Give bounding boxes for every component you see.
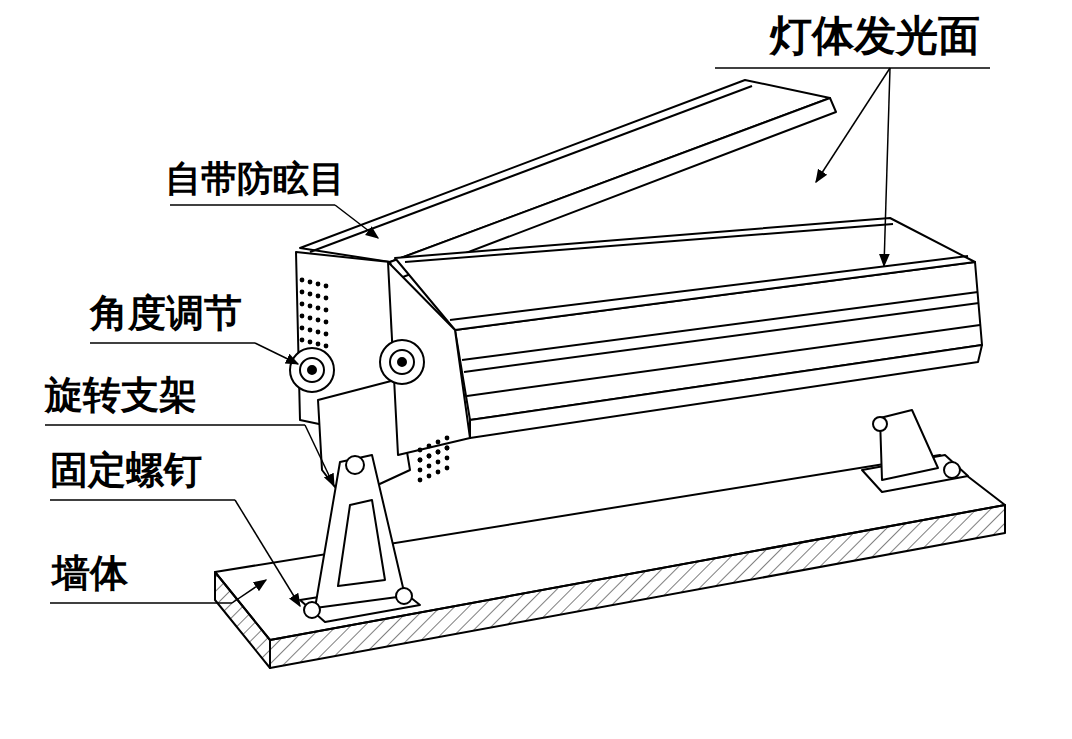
vent-dot (418, 458, 423, 463)
vent-dot (418, 478, 423, 483)
vent-dot (436, 470, 441, 475)
vent-dot (308, 292, 313, 297)
vent-dot (436, 440, 441, 445)
vent-dot (445, 436, 450, 441)
vent-dot (436, 460, 441, 465)
part-label: 角度调节 (90, 292, 242, 336)
vent-dot (308, 280, 313, 285)
vent-dot (300, 302, 305, 307)
vent-dot (418, 468, 423, 473)
vent-dot (436, 450, 441, 455)
vent-dot (427, 444, 432, 449)
vent-dot (427, 464, 432, 469)
part-label: 灯体发光面 (770, 12, 980, 60)
vent-dot (324, 308, 329, 313)
vent-dot (308, 316, 313, 321)
vent-dot (324, 296, 329, 301)
vent-dot (324, 284, 329, 289)
part-label: 自带防眩目 (165, 158, 345, 199)
part-label: 旋转支架 (45, 374, 197, 418)
vent-dot (300, 338, 305, 343)
vent-dot (308, 340, 313, 345)
vent-dot (436, 450, 441, 455)
vent-dot (418, 448, 423, 453)
vent-dot (316, 306, 321, 311)
vent-dot (427, 474, 432, 479)
vent-dot (316, 294, 321, 299)
vent-dot (418, 458, 423, 463)
vent-dot (308, 304, 313, 309)
front-lamp (388, 218, 982, 455)
vent-dot (324, 344, 329, 349)
part-label: 固定螺钉 (50, 449, 202, 493)
vent-dot (316, 330, 321, 335)
vent-dot (300, 278, 305, 283)
wall-slab (215, 455, 1005, 668)
vent-dot (445, 466, 450, 471)
right-bracket (862, 410, 968, 492)
vent-dot (300, 314, 305, 319)
leader-lines (45, 68, 990, 606)
part-label: 墙体 (52, 552, 128, 596)
vent-dot (316, 318, 321, 323)
vent-dot (300, 326, 305, 331)
vent-dot (427, 454, 432, 459)
vent-dot (308, 328, 313, 333)
vent-dot (324, 332, 329, 337)
vent-dot (316, 342, 321, 347)
angle-knobs (290, 340, 424, 392)
vent-dot (445, 446, 450, 451)
vent-dot (324, 320, 329, 325)
vent-dot (316, 282, 321, 287)
vent-dot (445, 456, 450, 461)
vent-dot (445, 446, 450, 451)
left-bracket (300, 455, 420, 622)
vent-dots (300, 278, 450, 483)
vent-dot (427, 454, 432, 459)
vent-dot (300, 290, 305, 295)
